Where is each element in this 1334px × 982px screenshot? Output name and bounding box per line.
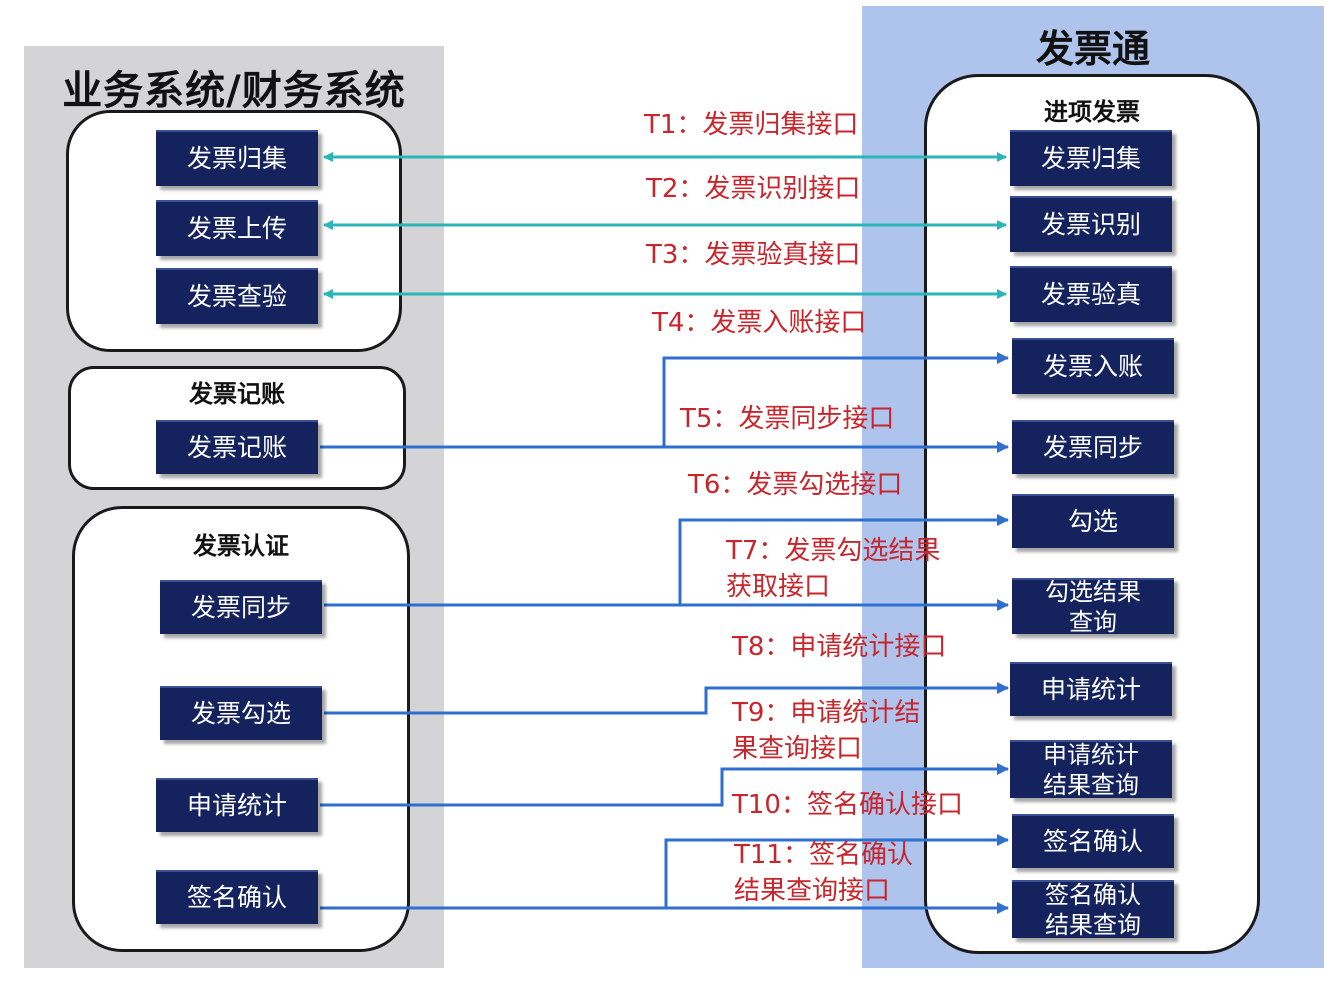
group-input-invoice-label: 进项发票 [1044,98,1140,126]
left-box-record: 发票记账 [156,420,318,474]
interface-label-t3: T3：发票验真接口 [646,240,861,270]
left-box-collect: 发票归集 [156,130,318,186]
interface-label-t9-line2: 果查询接口 [732,734,863,764]
right-box-verify: 发票验真 [1010,266,1172,322]
interface-label-t7-line2: 获取接口 [726,572,831,602]
right-box-collect: 发票归集 [1010,130,1172,186]
interface-label-t7-line1: T7：发票勾选结果 [726,536,941,566]
interface-label-t1: T1：发票归集接口 [644,110,859,140]
right-box-select-result: 勾选结果 查询 [1012,578,1174,636]
right-box-sign-result: 签名确认 结果查询 [1012,880,1174,939]
group-invoice-record-label: 发票记账 [189,380,285,408]
interface-label-t6: T6：发票勾选接口 [688,470,903,500]
right-box-sign: 签名确认 [1012,814,1174,868]
left-box-select: 发票勾选 [160,686,322,740]
left-box-sync: 发票同步 [160,580,322,634]
right-box-identify: 发票识别 [1010,196,1172,252]
interface-label-t4: T4：发票入账接口 [652,308,867,338]
right-box-stats-result: 申请统计 结果查询 [1010,740,1172,799]
group-invoice-cert-label: 发票认证 [193,532,289,560]
interface-label-t10: T10：签名确认接口 [732,790,963,820]
interface-label-t11-line2: 结果查询接口 [734,876,891,906]
right-box-entry: 发票入账 [1012,338,1174,394]
link-t4 [320,352,1009,449]
right-box-select: 勾选 [1012,494,1174,548]
right-box-sync: 发票同步 [1012,420,1174,474]
invoice-platform-title: 发票通 [1035,27,1150,71]
interface-label-t5: T5：发票同步接口 [680,404,895,434]
interface-label-t9-line1: T9：申请统计结 [732,698,921,728]
link-t9 [320,763,1009,807]
interface-label-t8: T8：申请统计接口 [732,632,947,662]
left-box-check: 发票查验 [156,268,318,324]
link-t6 [324,514,1009,607]
left-box-sign: 签名确认 [156,870,318,924]
link-t10 [320,834,1009,910]
interface-label-t2: T2：发票识别接口 [646,174,861,204]
link-t8 [324,682,1009,715]
business-system-title: 业务系统/财务系统 [62,68,406,114]
right-box-stats: 申请统计 [1010,662,1172,716]
left-box-stats: 申请统计 [156,778,318,832]
left-box-upload: 发票上传 [156,200,318,256]
interface-label-t11-line1: T11：签名确认 [734,840,913,870]
